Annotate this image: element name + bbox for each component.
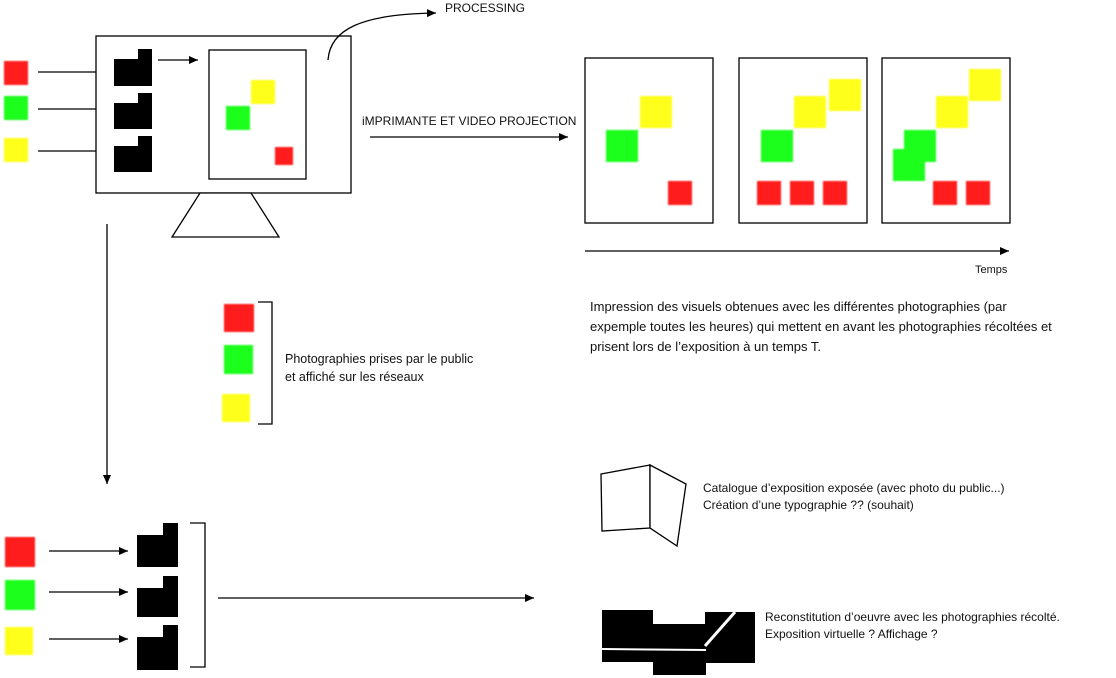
input-swatches-top (4, 61, 28, 162)
yellow-swatch (222, 394, 250, 422)
red-swatch (668, 181, 692, 205)
folder-icon (137, 625, 178, 670)
green-swatch (4, 96, 28, 120)
yellow-swatch (829, 79, 861, 111)
yellow-swatch (640, 96, 672, 128)
catalogue-description: Catalogue d’exposition exposée (avec pho… (703, 481, 1005, 512)
folder-icon (114, 49, 152, 86)
folder-icon (137, 523, 178, 567)
red-swatch (275, 147, 293, 165)
output-frame-3 (881, 57, 1011, 224)
yellow-swatch (794, 96, 826, 128)
monitor-stand (170, 192, 281, 238)
folders-bottom (137, 523, 178, 670)
green-swatch (893, 149, 925, 181)
yellow-swatch (4, 138, 28, 162)
reconstitution-description: Reconstitution d’oeuvre avec les photogr… (765, 610, 1060, 641)
yellow-swatch (251, 80, 275, 104)
public-photos-description: Photographies prises par le public et af… (285, 352, 474, 384)
red-swatch (5, 537, 35, 567)
green-swatch (224, 345, 253, 374)
folder-icon (137, 576, 178, 617)
red-swatch (933, 181, 957, 205)
input-swatches-bottom (5, 537, 35, 655)
frame (584, 57, 714, 224)
input-arrows-bottom (49, 547, 128, 643)
yellow-swatch (969, 69, 1001, 101)
folder-icon (114, 93, 152, 129)
time-axis-label: Temps (975, 264, 1008, 276)
processing-arrow (327, 9, 437, 61)
processing-label: PROCESSING (445, 1, 526, 15)
bracket-bottom (190, 522, 206, 668)
impression-description: Impression des visuels obtenues avec les… (590, 299, 1052, 354)
green-swatch (761, 130, 793, 162)
folders-top (114, 49, 152, 172)
yellow-swatch (936, 96, 968, 128)
public-photos-group (222, 301, 273, 425)
red-swatch (790, 181, 814, 205)
folder-icon (114, 136, 152, 172)
red-swatch (823, 181, 847, 205)
bracket (258, 301, 273, 425)
red-swatch (757, 181, 781, 205)
red-swatch (4, 61, 28, 85)
red-swatch (224, 304, 254, 332)
printer-projection-label: iMPRIMANTE ET VIDEO PROJECTION (362, 114, 577, 128)
open-book-icon (600, 463, 687, 548)
green-swatch (5, 580, 35, 610)
output-frame-2 (738, 57, 868, 224)
collage-icon (601, 610, 755, 675)
green-swatch (606, 130, 638, 162)
red-swatch (966, 181, 990, 205)
output-frame-1 (584, 57, 714, 224)
green-swatch (226, 106, 250, 130)
yellow-swatch (5, 627, 33, 655)
